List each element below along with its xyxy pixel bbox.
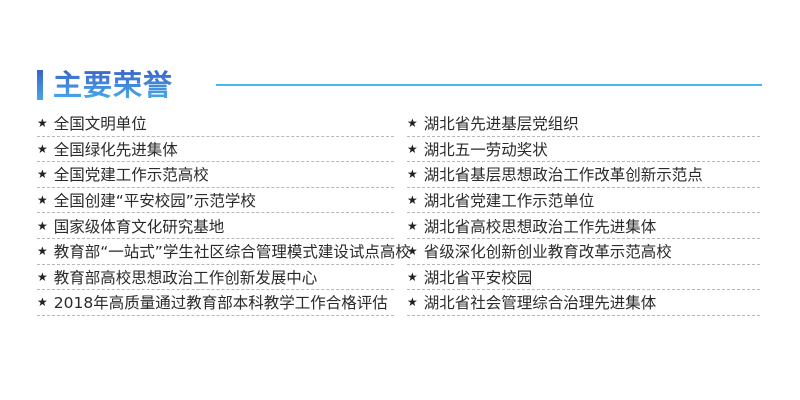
list-item: ★全国党建工作示范高校 [37,162,394,188]
section-title: 主要荣誉 [53,68,174,102]
star-icon: ★ [37,269,48,284]
star-icon: ★ [407,167,418,182]
star-icon: ★ [407,295,418,310]
list-item: ★全国创建“平安校园”示范学校 [37,188,394,214]
star-icon: ★ [407,116,418,131]
list-item: ★教育部高校思想政治工作创新发展中心 [37,265,394,291]
list-item: ★省级深化创新创业教育改革示范高校 [407,239,760,265]
star-icon: ★ [37,193,48,208]
honors-list-left: ★全国文明单位 ★全国绿化先进集体 ★全国党建工作示范高校 ★全国创建“平安校园… [37,111,411,316]
list-item: ★湖北省基层思想政治工作改革创新示范点 [407,162,760,188]
list-item: ★湖北五一劳动奖状 [407,137,760,163]
list-item: ★湖北省高校思想政治工作先进集体 [407,213,760,239]
star-icon: ★ [407,269,418,284]
star-icon: ★ [37,167,48,182]
list-item: ★湖北省党建工作示范单位 [407,188,760,214]
list-item: ★全国文明单位 [37,111,394,137]
list-item: ★国家级体育文化研究基地 [37,213,394,239]
list-item: ★2018年高质量通过教育部本科教学工作合格评估 [37,290,394,316]
star-icon: ★ [37,295,48,310]
header-divider [216,84,762,86]
star-icon: ★ [407,244,418,259]
star-icon: ★ [37,218,48,233]
star-icon: ★ [407,218,418,233]
title-accent-bar [37,70,43,100]
list-item: ★湖北省平安校园 [407,265,760,291]
list-item: ★全国绿化先进集体 [37,137,394,163]
star-icon: ★ [407,193,418,208]
list-item: ★湖北省先进基层党组织 [407,111,760,137]
star-icon: ★ [37,244,48,259]
star-icon: ★ [407,141,418,156]
list-item: ★教育部“一站式”学生社区综合管理模式建设试点高校 [37,239,411,265]
star-icon: ★ [37,116,48,131]
list-item: ★湖北省社会管理综合治理先进集体 [407,290,760,316]
section-header: 主要荣誉 [37,68,173,102]
star-icon: ★ [37,141,48,156]
honors-list-right: ★湖北省先进基层党组织 ★湖北五一劳动奖状 ★湖北省基层思想政治工作改革创新示范… [407,111,760,316]
